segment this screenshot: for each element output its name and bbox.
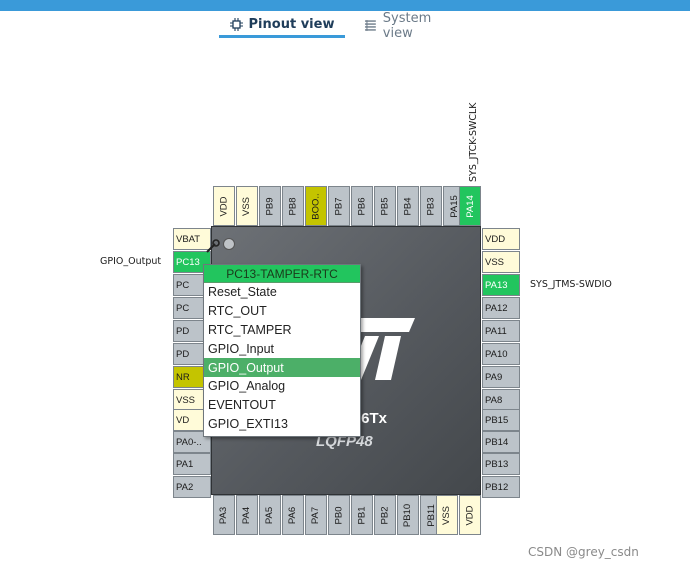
menu-item-eventout[interactable]: EVENTOUT xyxy=(208,398,276,413)
chip-icon xyxy=(229,17,243,31)
tab-pinout-view[interactable]: Pinout view xyxy=(219,13,345,38)
menu-item-gpio-input[interactable]: GPIO_Input xyxy=(208,341,275,356)
pin-top[interactable]: PB6 xyxy=(351,186,373,226)
pin-bottom[interactable]: VDD xyxy=(459,495,481,535)
tab-pinout-label: Pinout view xyxy=(248,16,335,32)
pin-top[interactable]: VSS xyxy=(236,186,258,226)
pin-right[interactable]: PB15 xyxy=(482,409,520,431)
pin-right[interactable]: PA12 xyxy=(482,297,520,319)
tab-system-label: System view xyxy=(382,10,432,41)
menu-item-gpio-output[interactable]: GPIO_Output xyxy=(204,358,360,377)
pin-top[interactable]: VDD xyxy=(213,186,235,226)
pin-bottom[interactable]: PA7 xyxy=(305,495,327,535)
pin-right[interactable]: PB12 xyxy=(482,476,520,498)
pin-tool-icon xyxy=(206,239,220,253)
pin-top[interactable]: PB9 xyxy=(259,186,281,226)
pin-right[interactable]: PA8 xyxy=(482,389,520,411)
pin-top[interactable]: PB5 xyxy=(374,186,396,226)
menu-item-rtc-tamper[interactable]: RTC_TAMPER xyxy=(208,322,292,337)
pin-top[interactable]: PB3 xyxy=(420,186,442,226)
pin-bottom[interactable]: PA4 xyxy=(236,495,258,535)
pin-top[interactable]: BOO.. xyxy=(305,186,327,226)
pin-top-pa14[interactable]: PA14 xyxy=(459,186,481,226)
pin-right[interactable]: PB14 xyxy=(482,431,520,453)
menu-item-gpio-analog[interactable]: GPIO_Analog xyxy=(208,379,286,394)
tab-system-view[interactable]: System view xyxy=(364,10,464,41)
pin-left[interactable]: PA2 xyxy=(173,476,211,498)
chip-package: LQFP48 xyxy=(316,433,373,450)
pin-right[interactable]: PA11 xyxy=(482,320,520,342)
pin-function-menu: PC13-TAMPER-RTC Reset_State RTC_OUT RTC_… xyxy=(203,264,361,437)
pa13-signal-label: SYS_JTMS-SWDIO xyxy=(530,279,612,290)
pin-right-pa13[interactable]: PA13 xyxy=(482,274,520,296)
menu-header: PC13-TAMPER-RTC xyxy=(204,265,360,283)
pin-left[interactable]: PA0-.. xyxy=(173,431,211,453)
top-bar xyxy=(0,0,690,11)
pin-bottom[interactable]: PB10 xyxy=(397,495,419,535)
menu-item-rtc-out[interactable]: RTC_OUT xyxy=(208,304,267,319)
pin-right[interactable]: PA10 xyxy=(482,343,520,365)
pin-left[interactable]: PA1 xyxy=(173,453,211,475)
pin-right[interactable]: VDD xyxy=(482,228,520,250)
pin-bottom[interactable]: PB1 xyxy=(351,495,373,535)
pin-bottom[interactable]: PB0 xyxy=(328,495,350,535)
pin-top[interactable]: PB7 xyxy=(328,186,350,226)
pin-top[interactable]: PB4 xyxy=(397,186,419,226)
pin-bottom[interactable]: PA6 xyxy=(282,495,304,535)
pin-bottom[interactable]: PA5 xyxy=(259,495,281,535)
list-icon xyxy=(364,20,376,31)
pin-top[interactable]: PB8 xyxy=(282,186,304,226)
pa14-signal-label: SYS_JTCK-SWCLK xyxy=(468,102,479,182)
pin-right[interactable]: PB13 xyxy=(482,453,520,475)
pin1-marker xyxy=(223,238,235,250)
pc13-signal-label: GPIO_Output xyxy=(100,256,162,267)
pin-right[interactable]: PA9 xyxy=(482,366,520,388)
pin-left[interactable]: PD xyxy=(173,320,211,342)
menu-item-gpio-exti13[interactable]: GPIO_EXTI13 xyxy=(208,416,288,431)
pin-bottom[interactable]: PB2 xyxy=(374,495,396,535)
pin-right[interactable]: VSS xyxy=(482,251,520,273)
watermark: CSDN @grey_csdn xyxy=(528,545,639,559)
pin-left-pc13[interactable]: PC13 xyxy=(173,251,211,273)
pin-bottom[interactable]: VSS xyxy=(436,495,458,535)
pin-left[interactable]: VBAT xyxy=(173,228,211,250)
menu-item-reset-state[interactable]: Reset_State xyxy=(208,285,277,300)
pin-bottom[interactable]: PA3 xyxy=(213,495,235,535)
